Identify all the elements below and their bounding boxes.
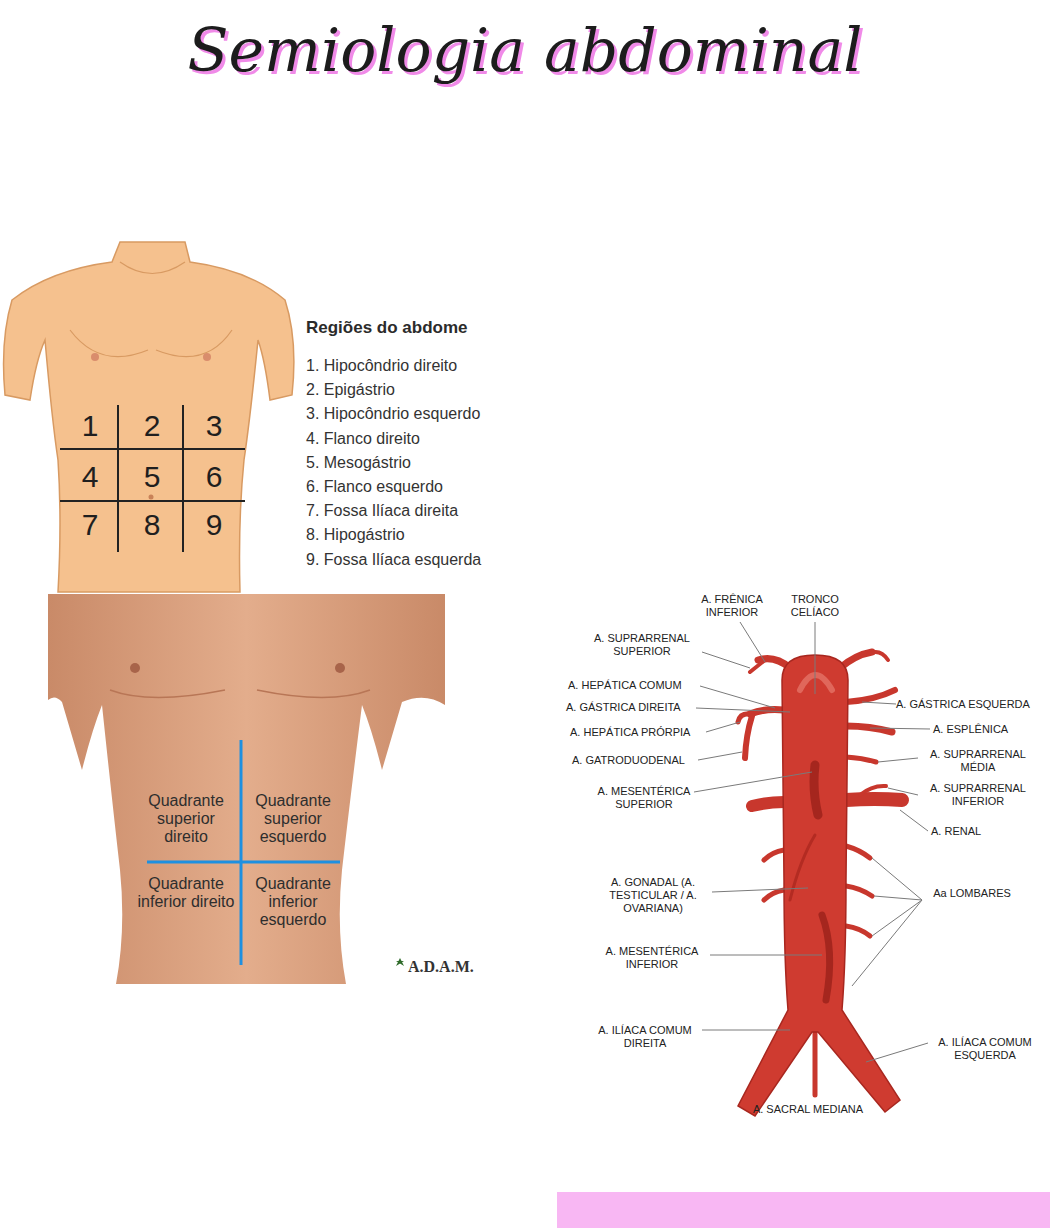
- page-title: Semiologia abdominal: [125, 14, 925, 86]
- torso-cartoon: [4, 242, 294, 592]
- artery-label: A. ILÍACA COMUM DIREITA: [589, 1024, 701, 1050]
- region-number: 2: [130, 409, 174, 443]
- artery-label: A. HEPÁTICA COMUM: [568, 679, 702, 692]
- region-item: 9. Fossa Ilíaca esquerda: [306, 550, 536, 570]
- artery-label: TRONCO CELÍACO: [780, 593, 850, 619]
- artery-label: A. SUPRARRENAL INFERIOR: [918, 782, 1038, 808]
- artery-label: A. GÁSTRICA ESQUERDA: [896, 698, 1046, 711]
- aorta: [738, 652, 902, 1116]
- artery-label: A. GÁSTRICA DIREITA: [566, 701, 700, 714]
- artery-label: A. ESPLÊNICA: [933, 723, 1043, 736]
- artery-label: A. SUPRARRENAL MÉDIA: [922, 748, 1034, 774]
- region-item: 2. Epigástrio: [306, 380, 536, 400]
- region-number: 6: [192, 460, 236, 494]
- artery-label: A. SACRAL MEDIANA: [733, 1103, 883, 1116]
- artery-label: A. GATRODUODENAL: [572, 754, 702, 767]
- region-item: 6. Flanco esquerdo: [306, 477, 536, 497]
- quadrant-label: Quadrante inferior esquerdo: [241, 875, 345, 929]
- region-number: 7: [68, 508, 112, 542]
- region-item: 4. Flanco direito: [306, 429, 536, 449]
- region-number: 8: [130, 508, 174, 542]
- region-item: 3. Hipocôndrio esquerdo: [306, 404, 536, 424]
- quadrant-label: Quadrante superior esquerdo: [241, 792, 345, 846]
- artery-label: A. ILÍACA COMUM ESQUERDA: [925, 1036, 1045, 1062]
- region-item: 8. Hipogástrio: [306, 525, 536, 545]
- region-number: 9: [192, 508, 236, 542]
- leader-lines: [694, 622, 930, 1062]
- artery-label: A. FRÊNICA INFERIOR: [689, 593, 775, 619]
- list-heading: Regiões do abdome: [306, 318, 526, 338]
- region-number: 5: [130, 460, 174, 494]
- quadrant-label: Quadrante superior direito: [134, 792, 238, 846]
- artery-label: Aa LOMBARES: [932, 887, 1012, 900]
- artery-label: A. HEPÁTICA PRÓRPIA: [570, 726, 704, 739]
- artery-label: A. MESENTÉRICA INFERIOR: [596, 945, 708, 971]
- artery-label: A. GONADAL (A. TESTICULAR / A. OVARIANA): [597, 876, 709, 915]
- region-item: 1. Hipocôndrio direito: [306, 356, 536, 376]
- region-item: 5. Mesogástrio: [306, 453, 536, 473]
- artery-label: A. RENAL: [931, 825, 1031, 838]
- region-number: 1: [68, 409, 112, 443]
- artery-label: A. MESENTÉRICA SUPERIOR: [589, 785, 699, 811]
- artery-label: A. SUPRARRENAL SUPERIOR: [584, 632, 700, 658]
- region-item: 7. Fossa Ilíaca direita: [306, 501, 536, 521]
- torso-photo: [48, 594, 445, 984]
- logo-text: A.D.A.M.: [408, 958, 498, 976]
- pink-bar: [557, 1192, 1050, 1228]
- quadrant-label: Quadrante inferior direito: [134, 875, 238, 911]
- region-number: 3: [192, 409, 236, 443]
- region-number: 4: [68, 460, 112, 494]
